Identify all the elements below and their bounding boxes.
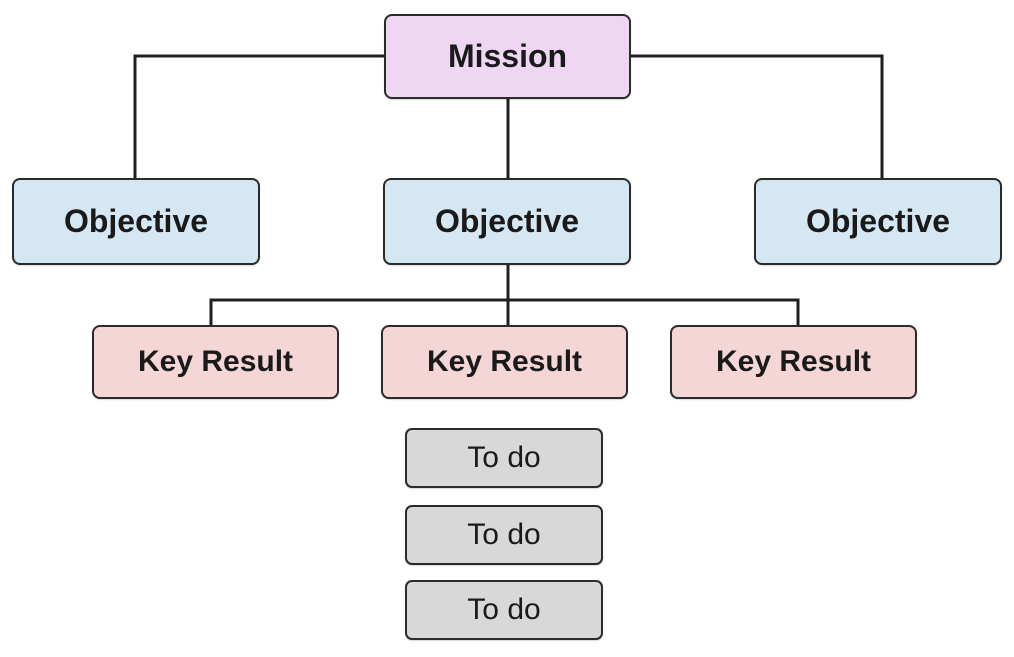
key-result-node-left: Key Result [92, 325, 339, 399]
todo-node: To do [405, 580, 603, 640]
todo-node: To do [405, 428, 603, 488]
objective-node-right: Objective [754, 178, 1002, 265]
mission-label: Mission [447, 38, 568, 74]
key-result-node-center: Key Result [381, 325, 628, 399]
key-result-label: Key Result [715, 345, 872, 378]
key-result-label: Key Result [137, 345, 294, 378]
objective-label: Objective [434, 203, 580, 239]
todo-label: To do [467, 593, 541, 626]
todo-label: To do [467, 518, 541, 551]
objective-node-left: Objective [12, 178, 260, 265]
objective-label: Objective [63, 203, 209, 239]
mission-node: Mission [384, 14, 631, 99]
objective-label: Objective [805, 203, 951, 239]
objective-node-center: Objective [383, 178, 631, 265]
key-result-label: Key Result [426, 345, 583, 378]
todo-label: To do [467, 441, 541, 474]
key-result-node-right: Key Result [670, 325, 917, 399]
todo-node: To do [405, 505, 603, 565]
